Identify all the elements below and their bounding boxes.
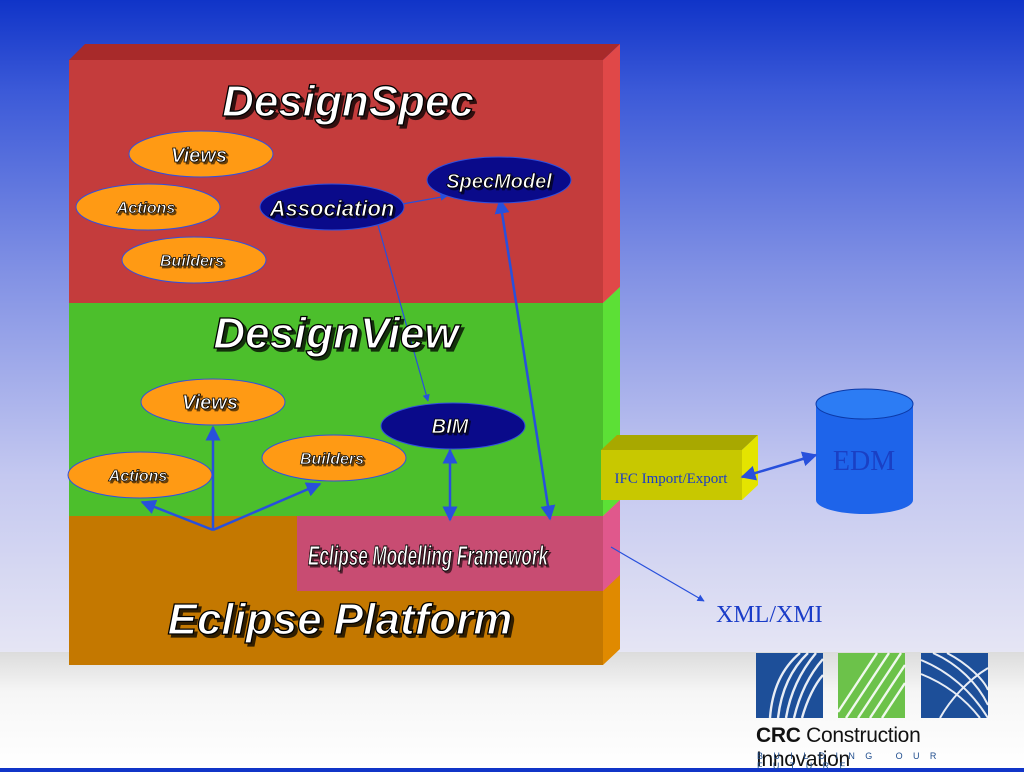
crc-brand-bold: CRC [756,724,801,747]
edm-cylinder-top [815,388,914,420]
bim-ellipse [380,402,526,450]
specmodel-label: SpecModel [446,171,552,193]
crc-brand-rest: Construction Innovation [756,724,921,771]
ifc-box [601,450,742,500]
arrow-specmodel-emf [494,198,556,521]
view-actions-label: Actions [108,468,168,485]
spec-builders-ellipse [121,236,267,284]
view-views-ellipse [140,378,286,426]
bim-label: BIM [432,416,470,438]
specmodel-ellipse [426,156,572,204]
design-view-title: DesignView [213,309,461,358]
association-label: Association [269,196,395,221]
spec-views-label: Views [171,145,227,167]
xml-xmi-label: XML/XMI [716,602,823,628]
arrow-ifc-edm [740,451,818,481]
view-actions-ellipse [67,451,213,499]
logo-tile-blue-grid [921,653,988,718]
emf-title: Eclipse Modelling Framework [308,540,549,571]
arrow-emf-xml [610,546,705,602]
view-builders-ellipse [261,434,407,482]
design-spec-side-face [603,44,620,303]
arrow-association-specmodel [396,193,448,206]
view-builders-label: Builders [300,451,364,468]
crc-brand-name: CRC Construction Innovation [756,724,996,772]
edm-cylinder-body [816,404,913,500]
crc-tagline: BUILDING OUR FUTURE [757,751,947,771]
crc-logo-mark [756,652,989,719]
view-views-label: Views [182,392,238,414]
arrow-hub-actions [140,499,214,532]
ifc-top-face [601,435,758,450]
spec-builders-label: Builders [160,253,224,270]
platform-title: Eclipse Platform [168,595,513,644]
edm-label: EDM [833,446,895,477]
edm-cylinder-bottom [816,486,913,514]
arrows [140,193,818,602]
association-ellipse [259,183,405,231]
ifc-label: IFC Import/Export [615,471,729,487]
spec-actions-ellipse [75,183,221,231]
emf-block [297,516,603,591]
arrow-hub-builders [212,482,322,532]
design-spec-top-face [69,44,620,60]
spec-views-ellipse [128,130,274,178]
design-spec-title: DesignSpec [222,77,474,126]
spec-actions-label: Actions [116,200,176,217]
emf-side-face [603,500,620,591]
arrow-association-bim [377,224,430,402]
